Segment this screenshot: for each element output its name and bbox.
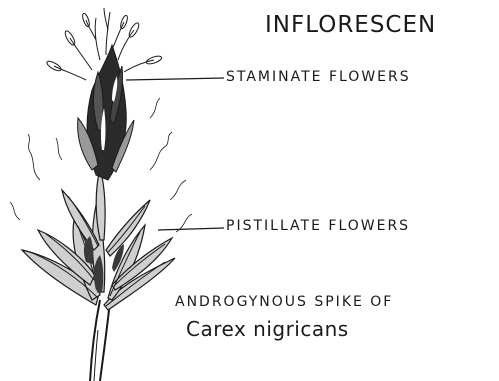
pistillate-flowers-label: PISTILLATE FLOWERS	[226, 218, 410, 234]
staminate-leader-line	[126, 78, 224, 80]
figure-title: INFLORESCEN	[265, 12, 436, 38]
staminate-scales	[78, 45, 134, 180]
caption-species-name: Carex nigricans	[186, 317, 349, 341]
caption-line-1: ANDROGYNOUS SPIKE OF	[175, 294, 393, 310]
pistillate-leader-line	[158, 228, 224, 230]
spike-stem	[90, 300, 110, 381]
staminate-flowers-label: STAMINATE FLOWERS	[226, 69, 411, 85]
